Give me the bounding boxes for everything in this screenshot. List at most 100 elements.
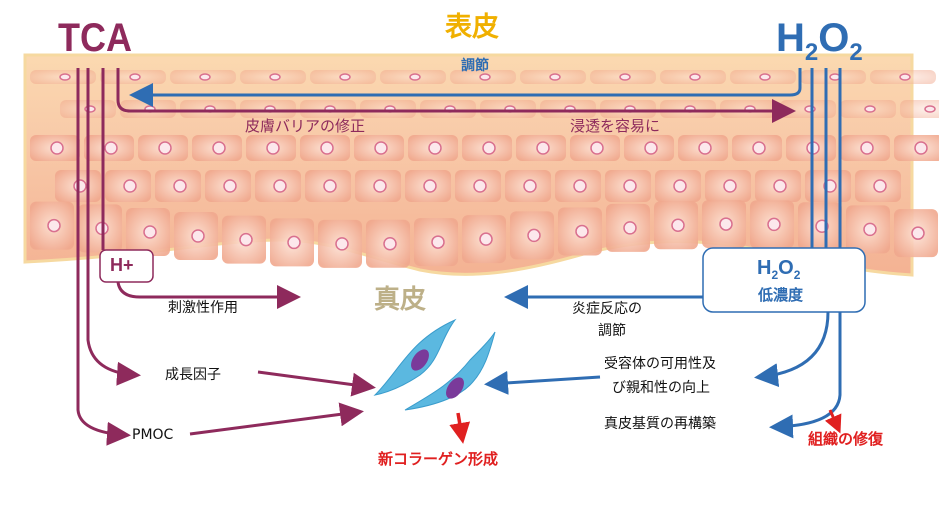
cell-nucleus: [773, 179, 787, 193]
cell-nucleus: [536, 141, 550, 155]
h2o2-title: H2O2: [776, 18, 863, 65]
dermis-label: 真皮: [374, 284, 427, 314]
cell-nucleus: [759, 73, 771, 81]
barrier-label: 皮膚バリアの修正: [245, 117, 366, 135]
pmoc-label: PMOC: [132, 427, 174, 443]
cell-nucleus: [104, 141, 118, 155]
h2o2-sub: 2: [793, 268, 801, 282]
cell-nucleus: [860, 141, 874, 155]
cell-nucleus: [191, 229, 205, 243]
cell-nucleus: [123, 179, 137, 193]
receptor-label-1: 受容体の可用性及: [604, 356, 716, 372]
cell-nucleus: [623, 221, 637, 235]
cell-nucleus: [383, 236, 397, 251]
cell-nucleus: [673, 179, 687, 193]
cell-nucleus: [409, 73, 421, 81]
cell-nucleus: [143, 225, 157, 239]
receptor-label-2: び親和性の向上: [612, 380, 710, 396]
cell-nucleus: [374, 141, 388, 155]
growth-factor-label: 成長因子: [165, 367, 221, 383]
h2o2-o: O: [778, 257, 794, 279]
penetration-label: 浸透を容易に: [570, 117, 661, 135]
new-collagen-label: 新コラーゲン形成: [378, 451, 499, 468]
h2o2-sub: 2: [771, 268, 779, 282]
fibroblast-cells: [373, 318, 496, 411]
cell-nucleus: [373, 179, 387, 193]
cell-nucleus: [73, 179, 87, 193]
cell-nucleus: [723, 179, 737, 193]
h2o2-o: O: [818, 16, 850, 60]
inflammation-label-1: 炎症反応の: [572, 301, 642, 317]
cell-nucleus: [212, 141, 226, 155]
cell-nucleus: [50, 141, 64, 155]
skin-cell: [900, 100, 939, 118]
h2o2-low-box: [702, 247, 866, 313]
repair-arrow: [824, 409, 842, 434]
cell-nucleus: [287, 235, 301, 250]
skin-cells: [30, 70, 939, 268]
cell-nucleus: [273, 179, 287, 193]
tca-title: TCA: [58, 16, 132, 60]
cell-nucleus: [527, 228, 541, 243]
cell-nucleus: [473, 179, 487, 193]
cell-nucleus: [47, 218, 61, 233]
cell-nucleus: [173, 179, 187, 193]
epidermis-label: 表皮: [445, 12, 499, 42]
cell-nucleus: [339, 73, 351, 81]
matrix-label: 真皮基質の再構築: [604, 416, 716, 432]
cell-nucleus: [129, 73, 141, 81]
cell-nucleus: [671, 218, 685, 233]
irritation-label: 刺激性作用: [168, 300, 238, 316]
cell-nucleus: [479, 232, 493, 246]
inflammation-label-2: 調節: [598, 323, 626, 339]
cell-nucleus: [864, 105, 876, 113]
cell-nucleus: [899, 73, 911, 81]
h2o2-h: H: [757, 257, 772, 279]
cell-nucleus: [623, 179, 637, 193]
low-concentration-label: 低濃度: [758, 287, 804, 304]
tissue-repair-label: 組織の修復: [808, 431, 884, 448]
h2o2-box-formula: H2O2: [757, 258, 800, 281]
cell-nucleus: [239, 232, 253, 247]
cell-nucleus: [335, 237, 349, 251]
regulation-label: 調節: [461, 57, 489, 73]
cell-nucleus: [269, 73, 281, 81]
cell-nucleus: [914, 141, 928, 155]
cell-nucleus: [431, 235, 445, 249]
cell-nucleus: [689, 73, 701, 81]
h2o2-sub: 2: [849, 39, 863, 66]
cell-nucleus: [158, 141, 172, 155]
h2o2-h: H: [776, 16, 805, 60]
cell-nucleus: [767, 217, 781, 232]
cell-nucleus: [266, 141, 280, 155]
cell-nucleus: [423, 179, 437, 193]
cell-nucleus: [479, 73, 491, 81]
cell-nucleus: [719, 217, 733, 231]
tca-pathways: [76, 68, 796, 446]
cell-nucleus: [619, 73, 631, 81]
h2o2-sub: 2: [804, 39, 819, 66]
collagen-arrow: [449, 412, 471, 444]
cell-nucleus: [644, 141, 658, 155]
cell-nucleus: [924, 105, 936, 113]
cell-nucleus: [863, 222, 877, 237]
cell-nucleus: [549, 73, 561, 81]
cell-nucleus: [223, 179, 237, 193]
cell-nucleus: [482, 141, 496, 155]
cell-nucleus: [323, 179, 337, 193]
cell-nucleus: [573, 179, 587, 193]
cell-nucleus: [590, 141, 604, 155]
cell-nucleus: [199, 73, 211, 81]
cell-nucleus: [428, 141, 442, 155]
cell-nucleus: [873, 179, 887, 193]
cell-nucleus: [59, 73, 71, 81]
cell-nucleus: [698, 141, 712, 155]
cell-nucleus: [523, 179, 537, 193]
hplus-box: [99, 249, 154, 283]
hplus-label: H+: [110, 255, 134, 275]
cell-nucleus: [320, 141, 334, 155]
cell-nucleus: [911, 226, 925, 240]
cell-nucleus: [575, 224, 589, 239]
